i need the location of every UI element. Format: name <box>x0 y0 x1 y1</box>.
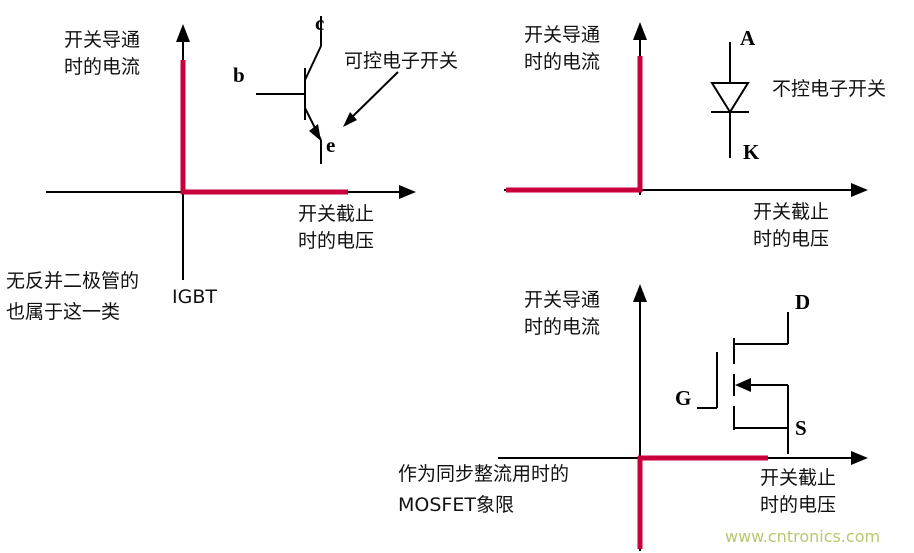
bjt-terminal-c: c <box>315 11 325 35</box>
bjt-igbt-note-inline: IGBT <box>172 286 217 308</box>
diode-annotation-uncontrollable-switch: 不控电子开关 <box>772 78 887 100</box>
bjt-annotation-controllable-switch: 可控电子开关 <box>344 50 459 72</box>
diode-y-axis-arrow-icon <box>633 22 647 40</box>
bjt-axes <box>46 24 416 280</box>
mosfet-x-axis-arrow-icon <box>851 451 868 465</box>
mosfet-x-axis-label: 开关截止 时的电压 <box>760 467 837 516</box>
site-watermark: www.cntronics.com <box>725 527 881 546</box>
mosfet-y-axis-arrow-icon <box>633 284 647 302</box>
bjt-igbt-note: 无反并二极管的 也属于这一类 <box>6 270 140 323</box>
controllable-switch-pointer-arrow-icon <box>343 71 399 127</box>
bjt-y-axis-label: 开关导通 时的电流 <box>64 29 141 78</box>
diode-symbol <box>710 42 750 158</box>
diode-terminal-a: A <box>740 26 756 50</box>
emitter-arrow-icon <box>309 124 321 141</box>
bjt-transistor-symbol <box>256 16 322 164</box>
body-arrow-icon <box>735 378 751 392</box>
diode-x-axis-label: 开关截止 时的电压 <box>753 201 830 250</box>
bjt-y-axis-arrow-icon <box>176 24 190 42</box>
bjt-terminal-b: b <box>233 63 245 87</box>
diode-axes <box>504 22 868 197</box>
diode-terminal-k: K <box>743 140 760 164</box>
bjt-terminal-e: e <box>326 133 336 157</box>
bjt-x-axis-arrow-icon <box>399 185 416 199</box>
bjt-x-axis-label: 开关截止 时的电压 <box>298 203 375 252</box>
diode-y-axis-label: 开关导通 时的电流 <box>524 24 601 73</box>
mosfet-y-axis-label: 开关导通 时的电流 <box>524 289 601 338</box>
diode-x-axis-arrow-icon <box>851 183 868 197</box>
mosfet-terminal-g: G <box>675 386 692 410</box>
mosfet-symbol <box>697 312 789 454</box>
mosfet-terminal-s: S <box>795 416 807 440</box>
mosfet-terminal-d: D <box>795 290 811 314</box>
mosfet-sync-rectifier-note: 作为同步整流用时的 MOSFET象限 <box>398 463 570 516</box>
mosfet-axes <box>498 284 868 551</box>
